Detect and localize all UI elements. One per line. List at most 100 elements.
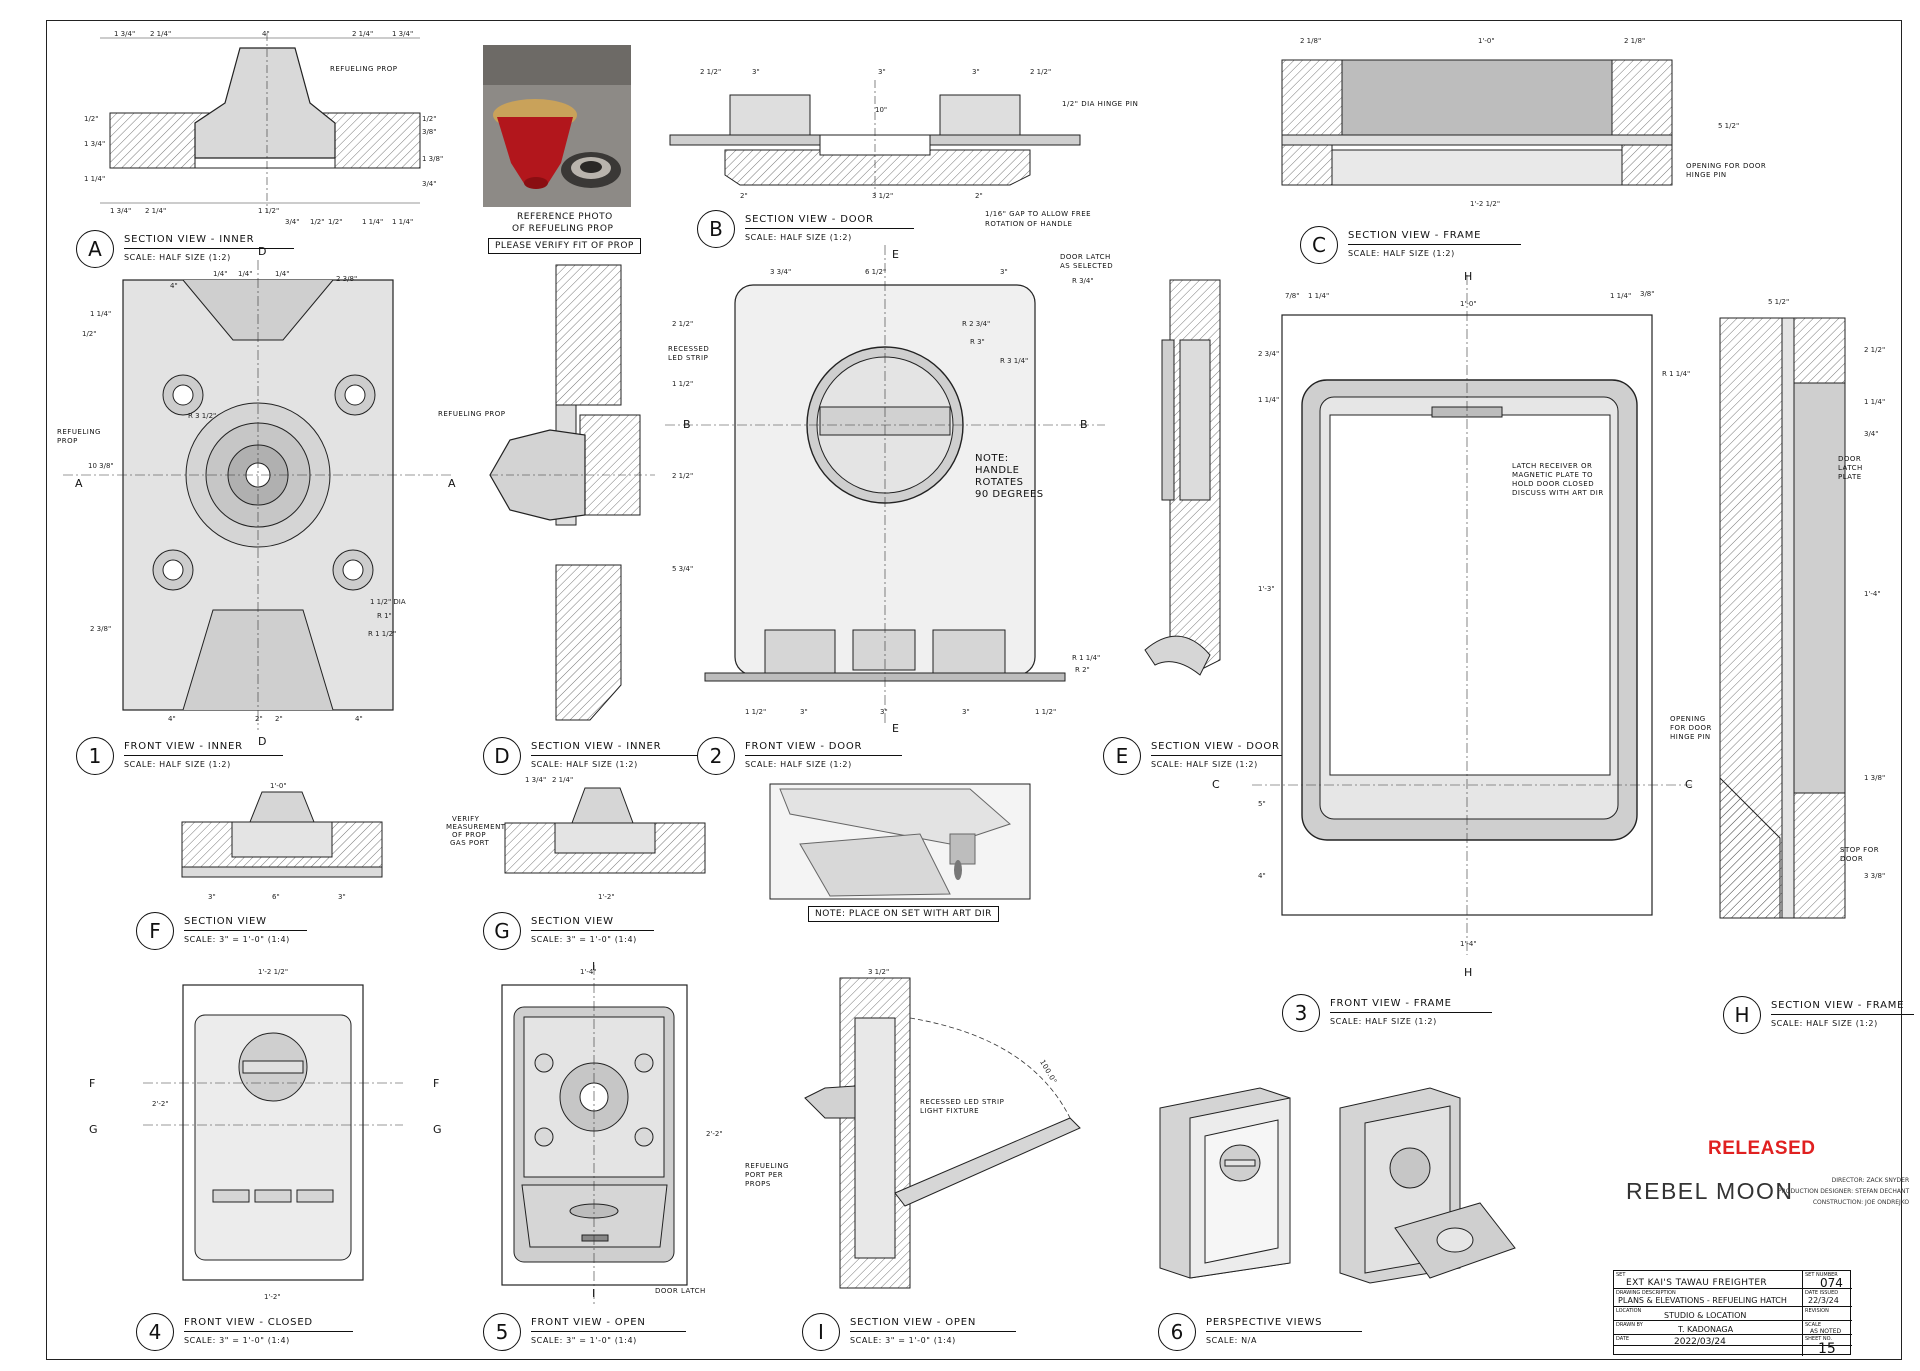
dim-v2-left-1: 2 1/2" — [672, 320, 694, 328]
view-bubble-c: C — [1300, 226, 1338, 264]
dim-v1-top-4: 1/4" — [275, 270, 290, 278]
view-bubble-4: 4 — [136, 1313, 174, 1351]
view-scale-a: SCALE: HALF SIZE (1:2) — [124, 253, 231, 262]
dim-v2-left-2: 1 1/2" — [672, 380, 694, 388]
dim-v1-bottom-2: 2" — [255, 715, 263, 723]
cut-marker-d-top: D — [258, 245, 267, 258]
tb-sheet-no-label: SHEET NO. — [1805, 1336, 1832, 1342]
gap-note-1: 1/16" GAP TO ALLOW FREE — [985, 210, 1092, 218]
dim-v2-top-1: 3 3/4" — [770, 268, 792, 276]
dim-h-right-4: 1'-4" — [1864, 590, 1881, 598]
view-scale-3: SCALE: HALF SIZE (1:2) — [1330, 1017, 1437, 1026]
dim-a-bottom-1: 1 3/4" — [110, 207, 132, 215]
dim-b-bottom-3: 2" — [975, 192, 983, 200]
dim-a-top-1: 1 3/4" — [114, 30, 136, 38]
credit-production-designer: PRODUCTION DESIGNER: STEFAN DECHANT — [1778, 1188, 1910, 1195]
perspective-open-drawing — [1339, 1087, 1516, 1284]
dim-v1-left-3: 10 3/8" — [88, 462, 114, 470]
radius-note-dia: 1 1/2" DIA — [370, 598, 406, 606]
radius-note-r112: R 1 1/2" — [368, 630, 397, 638]
view-name-g: SECTION VIEW — [531, 916, 654, 931]
drawing-sheet — [46, 20, 1902, 1360]
dim-v3-top-2: 1 1/4" — [1308, 292, 1330, 300]
handle-note-3: ROTATES — [975, 477, 1024, 488]
view-scale-i: SCALE: 3" = 1'-0" (1:4) — [850, 1336, 956, 1345]
released-stamp: RELEASED — [1708, 1138, 1816, 1159]
dim-v2-bottom-3: 3" — [880, 708, 888, 716]
dim-b-bottom-2: 3 1/2" — [872, 192, 894, 200]
credits: DIRECTOR: ZACK SNYDER PRODUCTION DESIGNE… — [1778, 1175, 1909, 1208]
view-name-4: FRONT VIEW - CLOSED — [184, 1317, 353, 1332]
view-name-3: FRONT VIEW - FRAME — [1330, 998, 1492, 1013]
radius-note-r312: R 3 1/2" — [188, 412, 217, 420]
tb-drawn-by: T. KADONAGA — [1678, 1325, 1734, 1334]
view-name-2: FRONT VIEW - DOOR — [745, 741, 903, 756]
dim-f-top: 1'-0" — [270, 782, 287, 790]
opening-hinge2-3: HINGE PIN — [1670, 733, 1711, 741]
stop-for-door-2: DOOR — [1840, 855, 1864, 863]
dim-f-bottom-2: 6" — [272, 893, 280, 901]
tb-set-label: SET — [1616, 1272, 1626, 1278]
view-bubble-2: 2 — [697, 737, 735, 775]
dim-v2-bottom-5: 1 1/2" — [1035, 708, 1057, 716]
refueling-prop-label-2: PROP — [57, 437, 78, 445]
front-view-inner-drawing — [63, 260, 453, 730]
view-bubble-a: A — [76, 230, 114, 268]
hinge-pin-note: 1/2" DIA HINGE PIN — [1062, 100, 1139, 108]
dim-a-top-3: 4" — [262, 30, 270, 38]
dim-a-top-4: 2 1/4" — [352, 30, 374, 38]
dim-a-right-4: 3/4" — [422, 180, 437, 188]
tb-date: 2022/03/24 — [1674, 1337, 1726, 1347]
view-scale-4: SCALE: 3" = 1'-0" (1:4) — [184, 1336, 290, 1345]
radius-note-frame: R 1 1/4" — [1662, 370, 1691, 378]
view-name-6: PERSPECTIVE VIEWS — [1206, 1317, 1363, 1332]
dim-v4-side: 2'-2" — [152, 1100, 169, 1108]
dim-v1-top-2: 1/4" — [213, 270, 228, 278]
radius-note-r114: R 1 1/4" — [1072, 654, 1101, 662]
door-latch-selected-2: AS SELECTED — [1060, 262, 1114, 270]
dim-v1-left-1: 1 1/4" — [90, 310, 112, 318]
view-bubble-i: I — [802, 1313, 840, 1351]
reference-photo-caption-1: REFERENCE PHOTO — [517, 212, 613, 222]
dim-b-top-1: 2 1/2" — [700, 68, 722, 76]
dim-a-left-3: 1 1/4" — [84, 175, 106, 183]
tb-sheet-no: 15 — [1818, 1341, 1836, 1357]
view-bubble-g: G — [483, 912, 521, 950]
verify-measurement-4: GAS PORT — [450, 839, 490, 847]
latch-receiver-note-2: MAGNETIC PLATE TO — [1512, 471, 1593, 479]
verify-measurement-2: MEASUREMENT — [446, 823, 506, 831]
dim-v3-left-1: 2 3/4" — [1258, 350, 1280, 358]
recessed-led-note-1: RECESSED — [668, 345, 710, 353]
front-view-open-drawing — [501, 965, 688, 1305]
view-name-e: SECTION VIEW - DOOR — [1151, 741, 1320, 756]
gap-note-2: ROTATION OF HANDLE — [985, 220, 1073, 228]
opening-hinge-note-2: HINGE PIN — [1686, 171, 1727, 179]
cut-marker-d-bottom: D — [258, 735, 267, 748]
cut-marker-g-left: G — [89, 1123, 99, 1136]
view-name-f: SECTION VIEW — [184, 916, 307, 931]
dim-a-bottom-3: 1 1/2" — [258, 207, 280, 215]
section-view-c-drawing — [1281, 59, 1673, 186]
tb-date-label: DATE — [1616, 1336, 1630, 1342]
tb-date-issued: 22/3/24 — [1808, 1296, 1839, 1305]
view-scale-b: SCALE: HALF SIZE (1:2) — [745, 233, 852, 242]
tb-date-issued-label: DATE ISSUED — [1805, 1290, 1839, 1296]
view-name-5: FRONT VIEW - OPEN — [531, 1317, 686, 1332]
view-title-4: 4 FRONT VIEW - CLOSED SCALE: 3" = 1'-0" (… — [136, 1313, 353, 1351]
dim-v2-bottom-2: 3" — [800, 708, 808, 716]
dim-g-top-2: 2 1/4" — [552, 776, 574, 784]
cut-marker-e-top: E — [892, 248, 900, 261]
dim-v4-bottom: 1'-2" — [264, 1293, 281, 1301]
view-name-h: SECTION VIEW - FRAME — [1771, 1000, 1915, 1015]
refueling-prop-note-d: REFUELING PROP — [438, 410, 506, 418]
cut-marker-i-bottom: I — [592, 1287, 596, 1300]
dim-v3-left-2: 1 1/4" — [1258, 396, 1280, 404]
dim-v5-side: 2'-2" — [706, 1130, 723, 1138]
